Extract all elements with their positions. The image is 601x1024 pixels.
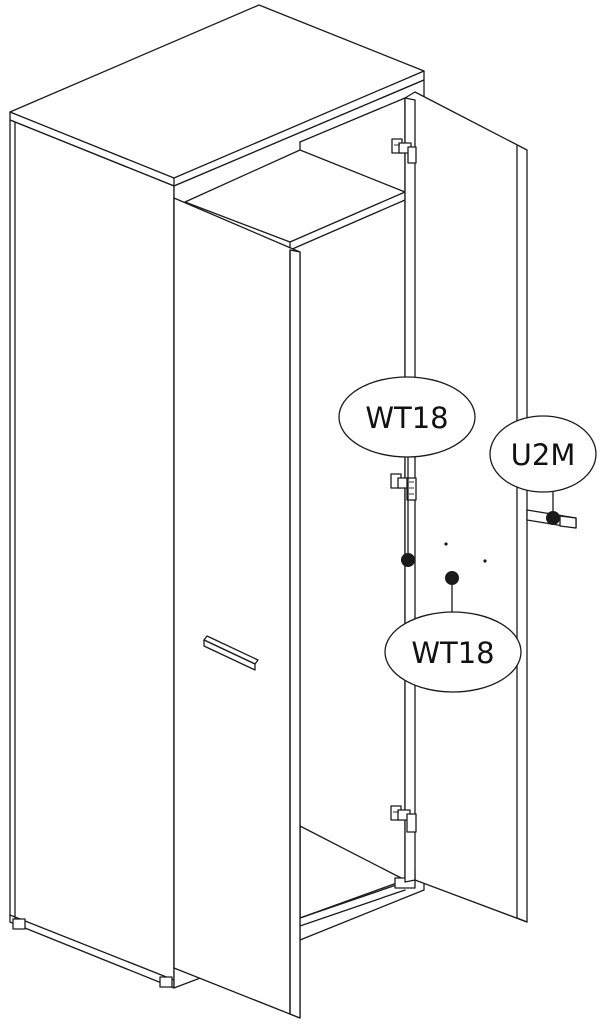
screw-dot: [483, 559, 487, 563]
callout-marker-dot: [401, 553, 415, 567]
callout-bubble: [384, 611, 522, 693]
callout-wt18-top: WT18: [338, 376, 476, 567]
callout-wt18-bottom: WT18: [384, 571, 522, 693]
left-door: [173, 197, 301, 1019]
cabinet-left-side: [9, 119, 175, 989]
hinge-middle: [390, 473, 417, 501]
callout-label: U2M: [511, 438, 576, 472]
foot-front: [159, 976, 173, 988]
foot-left: [12, 918, 26, 930]
callout-marker-dot: [546, 511, 560, 525]
screw-dot: [444, 542, 448, 546]
hinge-top: [391, 138, 417, 164]
right-door: [404, 91, 528, 923]
callout-label: WT18: [411, 636, 494, 670]
hinge-bottom: [390, 805, 417, 833]
callout-label: WT18: [365, 401, 448, 435]
callout-bubble: [338, 376, 476, 458]
callout-bubble: [489, 415, 597, 493]
callout-u2m: U2M: [489, 415, 597, 525]
door-handle: [203, 635, 259, 671]
callout-marker-dot: [445, 571, 459, 585]
